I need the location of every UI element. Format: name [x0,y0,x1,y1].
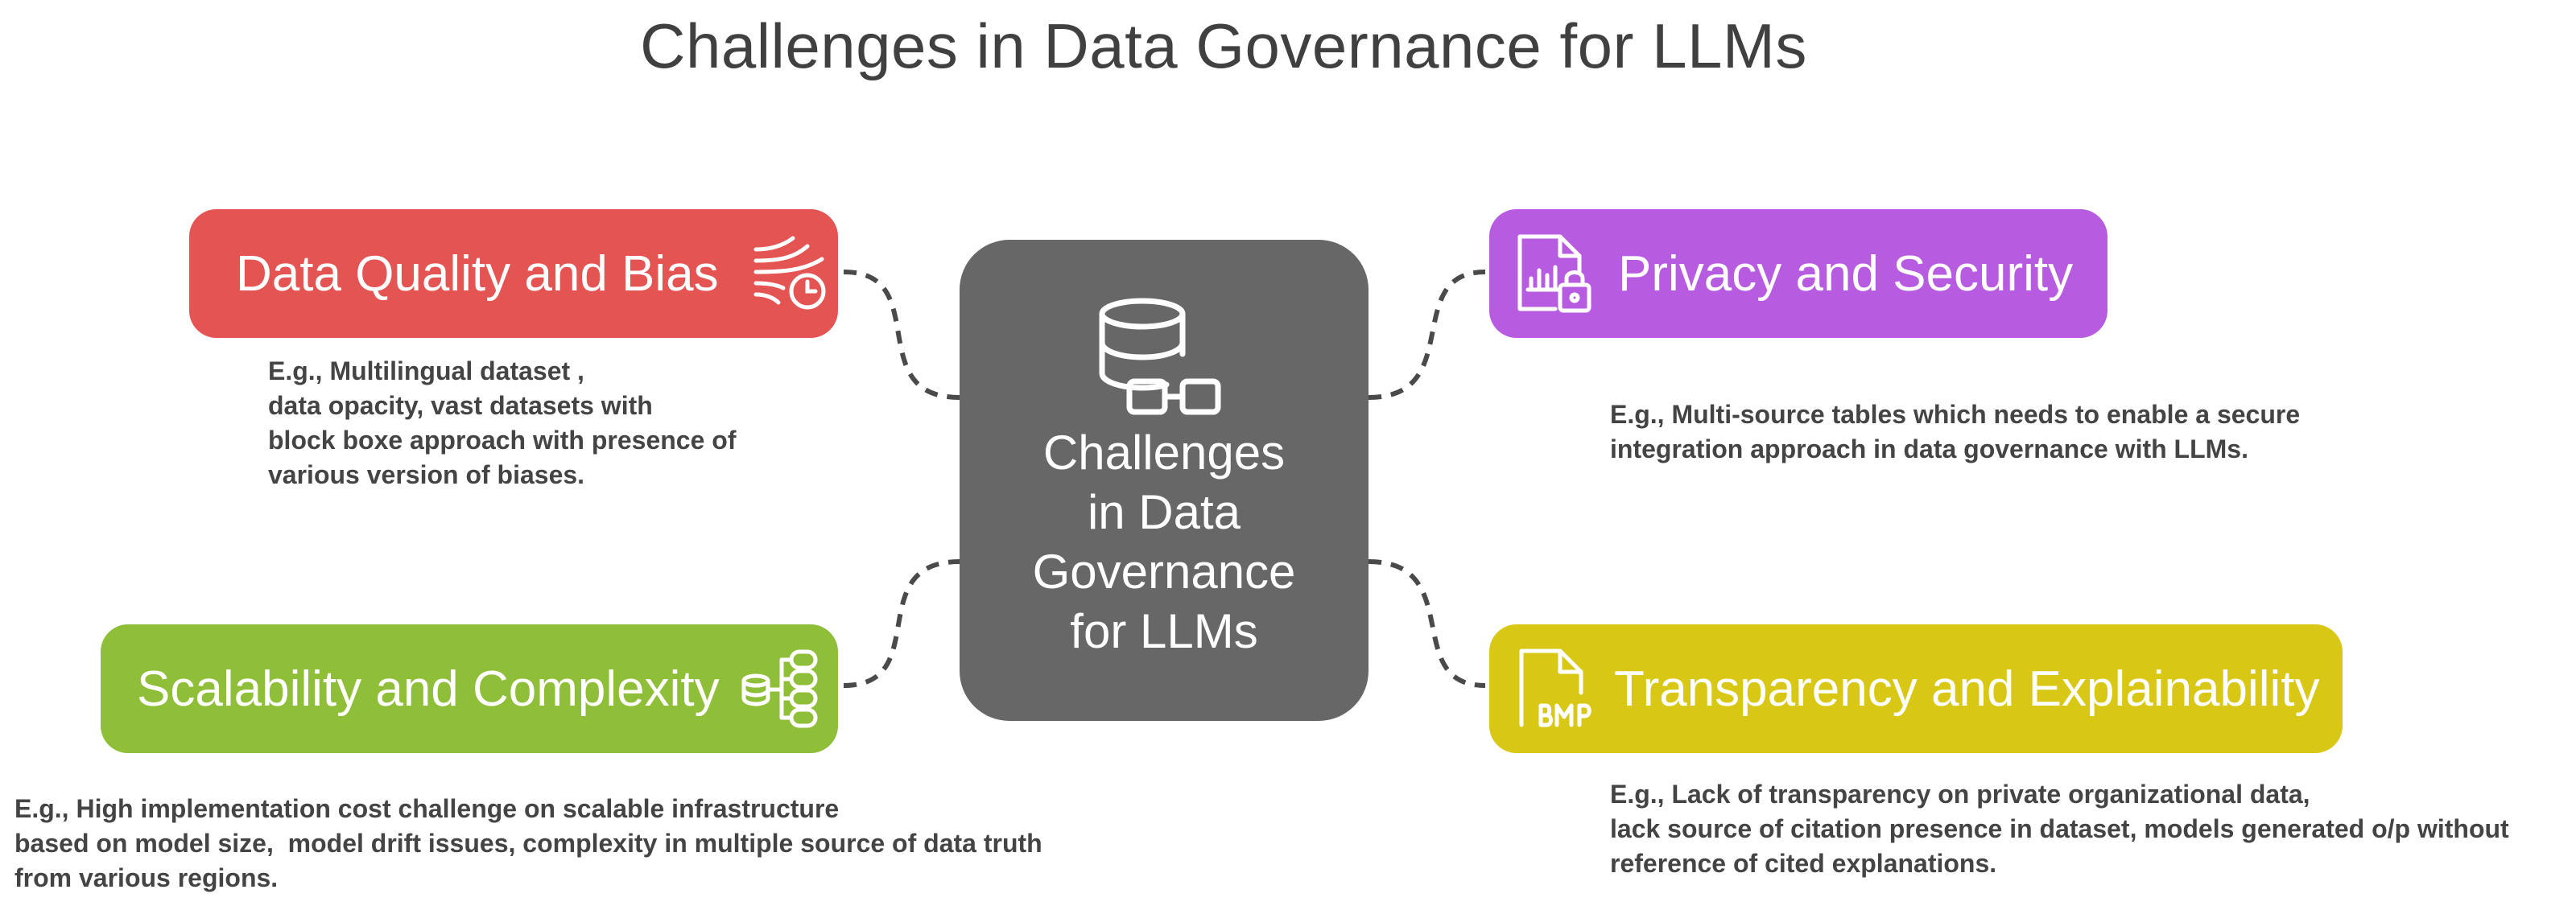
branch-scalability-label: Scalability and Complexity [137,661,720,717]
central-topic-label: Challenges in Data Governance for LLMs [960,423,1368,661]
branch-transparency-explainability: Transparency and Explainability [1489,624,2343,753]
connector-privacy [1368,270,1486,400]
locked-file-chart-icon [1517,234,1591,313]
transparency-description: E.g., Lack of transparency on private or… [1610,777,2509,881]
central-line-2: in Data [1087,485,1241,539]
description-line: E.g., High implementation cost challenge… [14,794,840,823]
branch-privacy-security-label: Privacy and Security [1618,245,2074,302]
privacy-security-description: E.g., Multi-source tables which needs to… [1610,397,2300,467]
description-line: E.g., Multilingual dataset , [268,356,584,385]
central-topic: Challenges in Data Governance for LLMs [960,240,1368,721]
central-line-4: for LLMs [1070,604,1258,658]
description-line: E.g., Multi-source tables which needs to… [1610,400,2301,429]
database-link-icon [1099,298,1221,415]
branch-data-quality: Data Quality and Bias [189,209,838,338]
branch-scalability-complexity: Scalability and Complexity [101,624,838,753]
central-line-1: Challenges [1042,426,1286,480]
wind-clock-icon [753,236,826,310]
description-line: from various regions. [14,863,279,892]
description-line: reference of cited explanations. [1610,849,1997,878]
description-line: block boxe approach with presence of [268,426,737,455]
description-line: various version of biases. [268,460,585,489]
description-line: lack source of citation presence in data… [1610,814,2509,843]
branch-privacy-security: Privacy and Security [1489,209,2107,338]
database-network-icon [741,649,818,728]
diagram-title: Challenges in Data Governance for LLMs [640,10,1807,81]
connector-scalability [843,559,960,688]
data-quality-description: E.g., Multilingual dataset , data opacit… [268,354,736,492]
scalability-description: E.g., High implementation cost challenge… [14,792,1042,896]
description-line: data opacity, vast datasets with [268,391,653,420]
central-line-3: Governance [1032,545,1296,599]
connector-quality [843,270,960,400]
description-line: based on model size, model drift issues,… [14,829,1042,858]
description-line: E.g., Lack of transparency on private or… [1610,780,2310,809]
connector-transparency [1368,559,1486,688]
description-line: integration approach in data governance … [1610,434,2248,463]
branch-data-quality-label: Data Quality and Bias [236,245,719,302]
bmp-file-icon [1519,649,1591,727]
branch-transparency-label: Transparency and Explainability [1614,661,2320,717]
